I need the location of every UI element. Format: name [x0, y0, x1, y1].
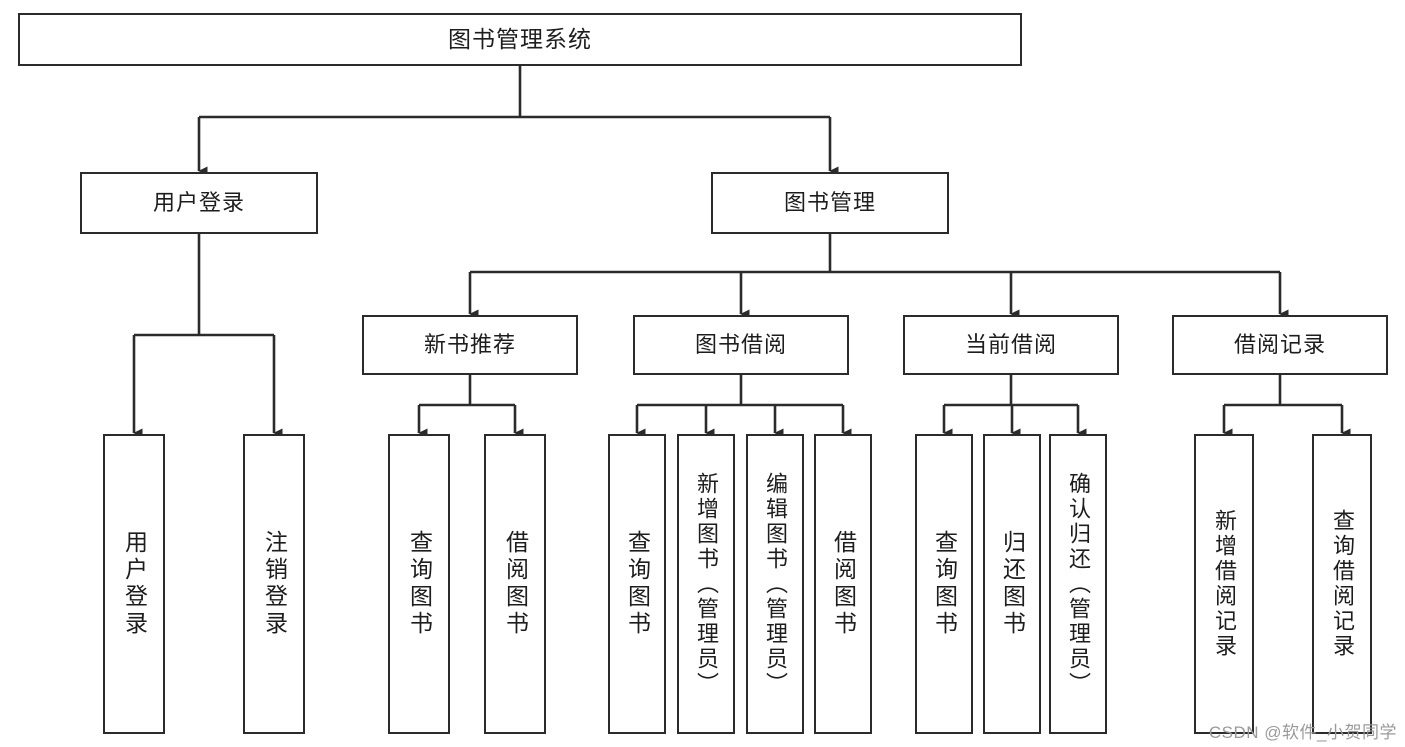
node-label: 当前借阅: [964, 331, 1057, 357]
node-label: 借阅记录: [1233, 331, 1326, 357]
node-label: 图书管理: [783, 189, 876, 215]
node-label: 确认归还（管理员）: [1066, 471, 1091, 697]
node-label: 图书借阅: [694, 331, 787, 357]
node-label: 查询图书: [624, 530, 651, 638]
node-leaf-return-book[interactable]: 归还图书: [983, 434, 1041, 734]
node-label: 查询图书: [406, 530, 433, 638]
node-leaf-borrow-book-1[interactable]: 借阅图书: [484, 434, 546, 734]
node-label: 图书管理系统: [448, 25, 592, 52]
node-leaf-query-book-2[interactable]: 查询图书: [608, 434, 666, 734]
node-label: 注销登录: [261, 530, 288, 638]
node-leaf-user-login[interactable]: 用户登录: [103, 434, 165, 734]
node-leaf-edit-book[interactable]: 编辑图书（管理员）: [746, 434, 804, 734]
node-leaf-query-book-1[interactable]: 查询图书: [388, 434, 450, 734]
node-label: 查询图书: [931, 530, 958, 638]
node-borrow[interactable]: 图书借阅: [633, 315, 849, 375]
node-leaf-borrow-book-2[interactable]: 借阅图书: [814, 434, 872, 734]
node-label: 归还图书: [999, 530, 1026, 638]
node-login[interactable]: 用户登录: [80, 172, 318, 234]
node-label: 用户登录: [121, 530, 148, 638]
watermark: CSDN @软件_小贺同学: [1208, 723, 1397, 742]
node-label: 借阅图书: [502, 530, 529, 638]
node-leaf-add-record[interactable]: 新增借阅记录: [1194, 434, 1254, 734]
node-label: 新增图书（管理员）: [694, 471, 719, 697]
node-label: 新增借阅记录: [1212, 509, 1237, 659]
node-leaf-query-book-3[interactable]: 查询图书: [915, 434, 973, 734]
node-leaf-confirm-return[interactable]: 确认归还（管理员）: [1049, 434, 1107, 734]
node-leaf-add-book[interactable]: 新增图书（管理员）: [677, 434, 735, 734]
node-records[interactable]: 借阅记录: [1172, 315, 1388, 375]
node-bookmgmt[interactable]: 图书管理: [711, 172, 949, 234]
node-label: 查询借阅记录: [1330, 509, 1355, 659]
node-leaf-logout[interactable]: 注销登录: [243, 434, 305, 734]
node-root[interactable]: 图书管理系统: [18, 13, 1022, 66]
node-newbook[interactable]: 新书推荐: [362, 315, 578, 375]
node-label: 编辑图书（管理员）: [763, 471, 788, 697]
node-label: 用户登录: [152, 189, 245, 215]
node-current[interactable]: 当前借阅: [903, 315, 1119, 375]
node-label: 新书推荐: [423, 331, 516, 357]
node-label: 借阅图书: [830, 530, 857, 638]
node-leaf-query-record[interactable]: 查询借阅记录: [1312, 434, 1372, 734]
